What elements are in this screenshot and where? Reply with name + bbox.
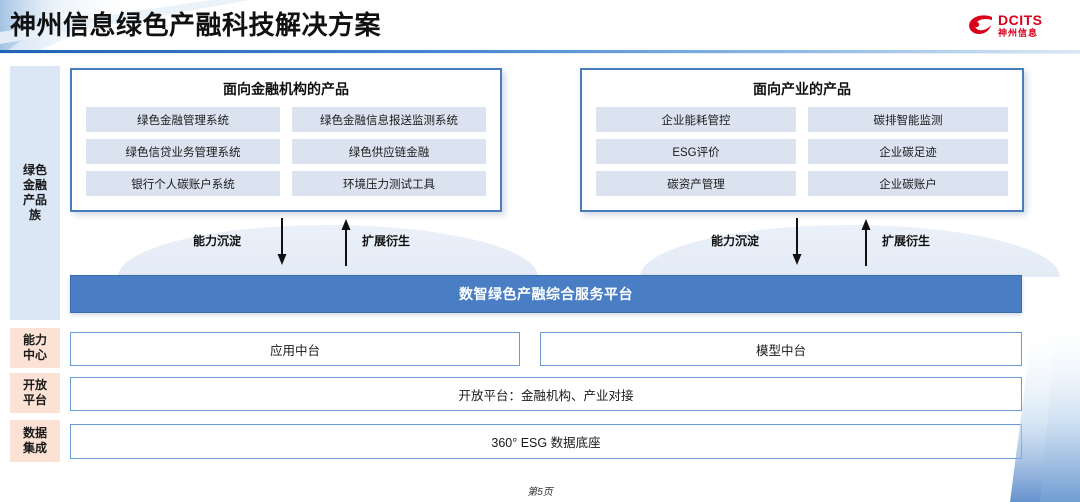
arrow-down-icon-left xyxy=(277,218,287,265)
flow-label-left-down: 能力沉淀 xyxy=(193,234,242,248)
page-number: 第5页 xyxy=(527,487,553,498)
data-foundation-box[interactable]: 360° ESG 数据底座 xyxy=(70,424,1022,459)
panel-chip-grid: 绿色金融管理系统 绿色金融信息报送监测系统 绿色信贷业务管理系统 绿色供应链金融… xyxy=(72,107,500,208)
rail-label: 开放 平台 xyxy=(22,378,47,407)
header-divider-secondary xyxy=(0,53,1080,54)
rail-label: 绿色 金融 产品 族 xyxy=(22,163,47,222)
flow-label-left-up: 扩展衍生 xyxy=(362,234,411,248)
product-chip[interactable]: 企业碳账户 xyxy=(808,171,1008,196)
rail-label: 能力 中心 xyxy=(22,333,47,362)
product-chip[interactable]: 绿色供应链金融 xyxy=(292,139,486,164)
rail-item-capability-center: 能力 中心 xyxy=(10,328,60,368)
open-platform-label: 开放平台：金融机构、产业对接 xyxy=(458,388,634,403)
product-chip[interactable]: 绿色金融管理系统 xyxy=(86,107,280,132)
arrow-down-icon-right xyxy=(792,218,802,265)
capability-box-label: 模型中台 xyxy=(755,343,806,358)
rail-label: 数据 集成 xyxy=(22,426,47,455)
product-chip[interactable]: 银行个人碳账户系统 xyxy=(86,171,280,196)
header-bar: 神州信息绿色产融科技解决方案 DCITS 神州信息 xyxy=(0,0,1080,54)
decorative-hill-right xyxy=(640,225,1060,277)
rail-item-green-finance-product-family: 绿色 金融 产品 族 xyxy=(10,66,60,320)
product-chip[interactable]: 环境压力测试工具 xyxy=(292,171,486,196)
data-foundation-label: 360° ESG 数据底座 xyxy=(491,436,601,450)
product-chip[interactable]: 碳资产管理 xyxy=(596,171,796,196)
capability-box-model-midend[interactable]: 模型中台 xyxy=(540,332,1022,366)
capability-box-label: 应用中台 xyxy=(269,343,320,358)
panel-chip-grid: 企业能耗管控 碳排智能监测 ESG评价 企业碳足迹 碳资产管理 企业碳账户 xyxy=(582,107,1022,208)
platform-bar[interactable]: 数智绿色产融综合服务平台 xyxy=(70,275,1022,313)
logo-text-cn: 神州信息 xyxy=(998,27,1039,38)
panel-financial-institution-products: 面向金融机构的产品 绿色金融管理系统 绿色金融信息报送监测系统 绿色信贷业务管理… xyxy=(70,68,502,212)
logo-text-en: DCITS xyxy=(998,11,1043,28)
panel-industry-products: 面向产业的产品 企业能耗管控 碳排智能监测 ESG评价 企业碳足迹 碳资产管理 … xyxy=(580,68,1024,212)
capability-box-application-midend[interactable]: 应用中台 xyxy=(70,332,520,366)
page-title: 神州信息绿色产融科技解决方案 xyxy=(10,10,382,40)
product-chip[interactable]: 绿色信贷业务管理系统 xyxy=(86,139,280,164)
decorative-hill-left xyxy=(118,225,538,277)
panel-title: 面向产业的产品 xyxy=(753,81,851,97)
platform-bar-label: 数智绿色产融综合服务平台 xyxy=(459,286,633,302)
product-chip[interactable]: 企业能耗管控 xyxy=(596,107,796,132)
rail-item-data-integration: 数据 集成 xyxy=(10,420,60,462)
arrow-up-icon-right xyxy=(861,219,871,266)
header-divider xyxy=(0,50,1080,53)
product-chip[interactable]: 碳排智能监测 xyxy=(808,107,1008,132)
swoosh-icon xyxy=(969,15,992,34)
arrow-up-icon-left xyxy=(341,219,351,266)
flow-label-right-up: 扩展衍生 xyxy=(882,234,931,248)
flow-label-right-down: 能力沉淀 xyxy=(711,234,760,248)
rail-item-open-platform: 开放 平台 xyxy=(10,373,60,413)
product-chip[interactable]: ESG评价 xyxy=(596,139,796,164)
open-platform-box[interactable]: 开放平台：金融机构、产业对接 xyxy=(70,377,1022,411)
brand-logo: DCITS 神州信息 xyxy=(968,7,1072,43)
panel-title: 面向金融机构的产品 xyxy=(223,81,349,97)
product-chip[interactable]: 绿色金融信息报送监测系统 xyxy=(292,107,486,132)
product-chip[interactable]: 企业碳足迹 xyxy=(808,139,1008,164)
